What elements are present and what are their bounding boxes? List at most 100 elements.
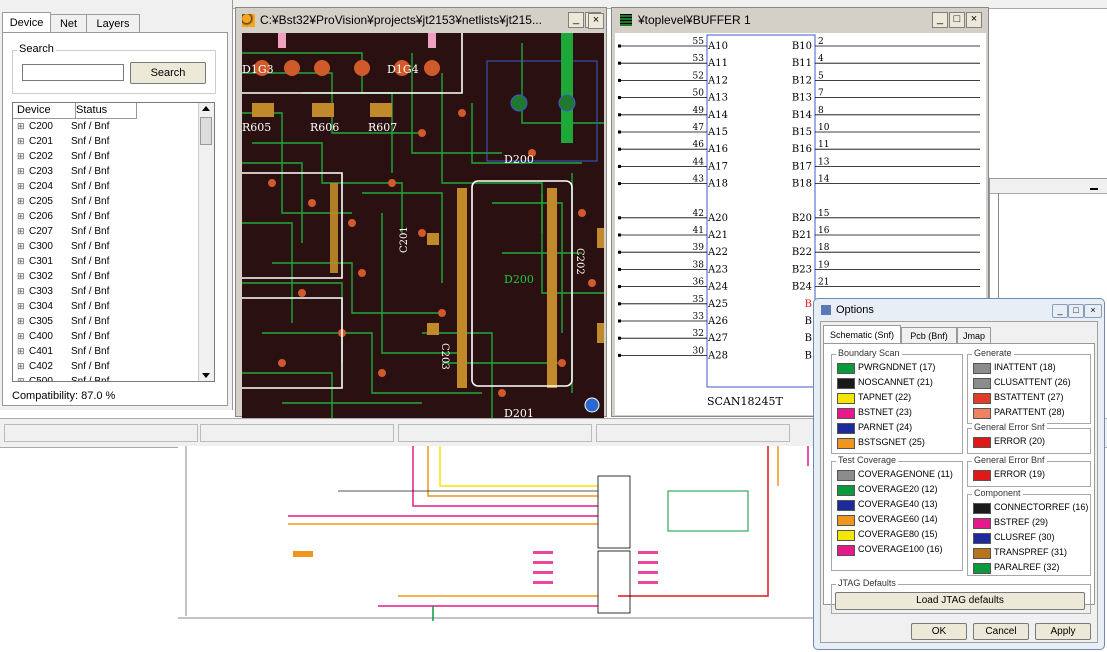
- schematic-close-icon[interactable]: ×: [966, 12, 982, 28]
- expand-plus-icon[interactable]: ⊞: [17, 226, 25, 236]
- scroll-down-icon[interactable]: [202, 373, 210, 378]
- color-swatch-button[interactable]: [973, 503, 991, 514]
- color-swatch-button[interactable]: [973, 548, 991, 559]
- expand-plus-icon[interactable]: ⊞: [17, 331, 25, 341]
- expand-plus-icon[interactable]: ⊞: [17, 256, 25, 266]
- search-button-label: Search: [150, 67, 186, 79]
- color-option-label: ERROR (20): [994, 436, 1046, 446]
- left-pin-name: A11: [707, 58, 728, 69]
- right-pin-name: B: [805, 299, 812, 310]
- expand-plus-icon[interactable]: ⊞: [17, 301, 25, 311]
- search-input[interactable]: [22, 64, 124, 81]
- expand-plus-icon[interactable]: ⊞: [17, 151, 25, 161]
- color-swatch-button[interactable]: [973, 363, 991, 374]
- color-swatch-button[interactable]: [837, 378, 855, 389]
- color-swatch-button[interactable]: [973, 393, 991, 404]
- color-swatch-button[interactable]: [837, 438, 855, 449]
- options-maximize-icon[interactable]: □: [1068, 304, 1084, 318]
- column-header-status[interactable]: Status: [72, 103, 137, 119]
- expand-plus-icon[interactable]: ⊞: [17, 361, 25, 371]
- color-swatch-button[interactable]: [973, 563, 991, 574]
- pcb-globe-icon[interactable]: [584, 397, 600, 413]
- cancel-button[interactable]: Cancel: [973, 623, 1029, 640]
- color-swatch-button[interactable]: [973, 470, 991, 481]
- expand-plus-icon[interactable]: ⊞: [17, 346, 25, 356]
- bg-window-minimize-icon[interactable]: [1090, 182, 1098, 190]
- left-pin-name: A23: [707, 264, 728, 275]
- color-swatch-button[interactable]: [837, 363, 855, 374]
- color-swatch-button[interactable]: [837, 515, 855, 526]
- schematic-minimize-icon[interactable]: _: [932, 12, 948, 28]
- search-button[interactable]: Search: [130, 62, 206, 84]
- options-tab-pcb[interactable]: Pcb (Bnf): [901, 327, 957, 344]
- expand-plus-icon[interactable]: ⊞: [17, 316, 25, 326]
- expand-plus-icon[interactable]: ⊞: [17, 271, 25, 281]
- options-tab-jmap[interactable]: Jmap: [957, 327, 991, 344]
- expand-plus-icon[interactable]: ⊞: [17, 181, 25, 191]
- load-jtag-defaults-button[interactable]: Load JTAG defaults: [835, 592, 1085, 610]
- options-tab-schematic[interactable]: Schematic (Snf): [823, 325, 901, 344]
- ok-button[interactable]: OK: [911, 623, 967, 640]
- expand-plus-icon[interactable]: ⊞: [17, 166, 25, 176]
- options-titlebar[interactable]: Options _ □ ×: [814, 299, 1104, 321]
- color-option-label: BSTSGNET (25): [858, 437, 925, 447]
- pcb-canvas[interactable]: D1G3 D1G4 R605 R606 R607 D200 C201 C202 …: [242, 33, 604, 418]
- column-header-device[interactable]: Device: [13, 103, 76, 119]
- scroll-up-icon[interactable]: [202, 106, 210, 111]
- color-swatch-button[interactable]: [973, 408, 991, 419]
- schematic-maximize-icon[interactable]: □: [949, 12, 965, 28]
- color-swatch-button[interactable]: [973, 378, 991, 389]
- color-swatch-button[interactable]: [837, 545, 855, 556]
- pcb-titlebar[interactable]: C:¥Bst32¥ProVision¥projects¥jt2153¥netli…: [238, 10, 604, 30]
- expand-plus-icon[interactable]: ⊞: [17, 286, 25, 296]
- options-minimize-icon[interactable]: _: [1052, 304, 1068, 318]
- apply-button[interactable]: Apply: [1035, 623, 1091, 640]
- color-swatch-button[interactable]: [973, 518, 991, 529]
- pcb-close-button[interactable]: ×: [588, 13, 604, 29]
- color-swatch-button[interactable]: [973, 437, 991, 448]
- color-swatch-button[interactable]: [837, 470, 855, 481]
- color-swatch-button[interactable]: [837, 530, 855, 541]
- tab-net[interactable]: Net: [50, 14, 87, 33]
- scroll-thumb[interactable]: [200, 117, 212, 145]
- expand-plus-icon[interactable]: ⊞: [17, 136, 25, 146]
- expand-plus-icon[interactable]: ⊞: [17, 196, 25, 206]
- expand-plus-icon[interactable]: ⊞: [17, 121, 25, 131]
- device-status: Snf / Bnf: [71, 121, 110, 132]
- color-swatch-button[interactable]: [837, 423, 855, 434]
- expand-plus-icon[interactable]: ⊞: [17, 211, 25, 221]
- color-swatch-button[interactable]: [837, 500, 855, 511]
- schematic-overview[interactable]: [178, 446, 818, 622]
- color-swatch-button[interactable]: [837, 485, 855, 496]
- color-swatch-button[interactable]: [837, 408, 855, 419]
- tab-layers[interactable]: Layers: [86, 14, 140, 33]
- options-close-icon[interactable]: ×: [1084, 304, 1102, 318]
- expand-plus-icon[interactable]: ⊞: [17, 241, 25, 251]
- expand-plus-icon[interactable]: ⊞: [17, 376, 25, 382]
- color-swatch-button[interactable]: [973, 533, 991, 544]
- color-swatch-button[interactable]: [837, 393, 855, 404]
- minimize-icon[interactable]: _: [568, 12, 584, 28]
- schematic-titlebar[interactable]: ¥toplevel¥BUFFER 1 _ □ ×: [614, 10, 986, 30]
- tab-device[interactable]: Device: [2, 12, 51, 33]
- list-scrollbar[interactable]: [198, 103, 214, 381]
